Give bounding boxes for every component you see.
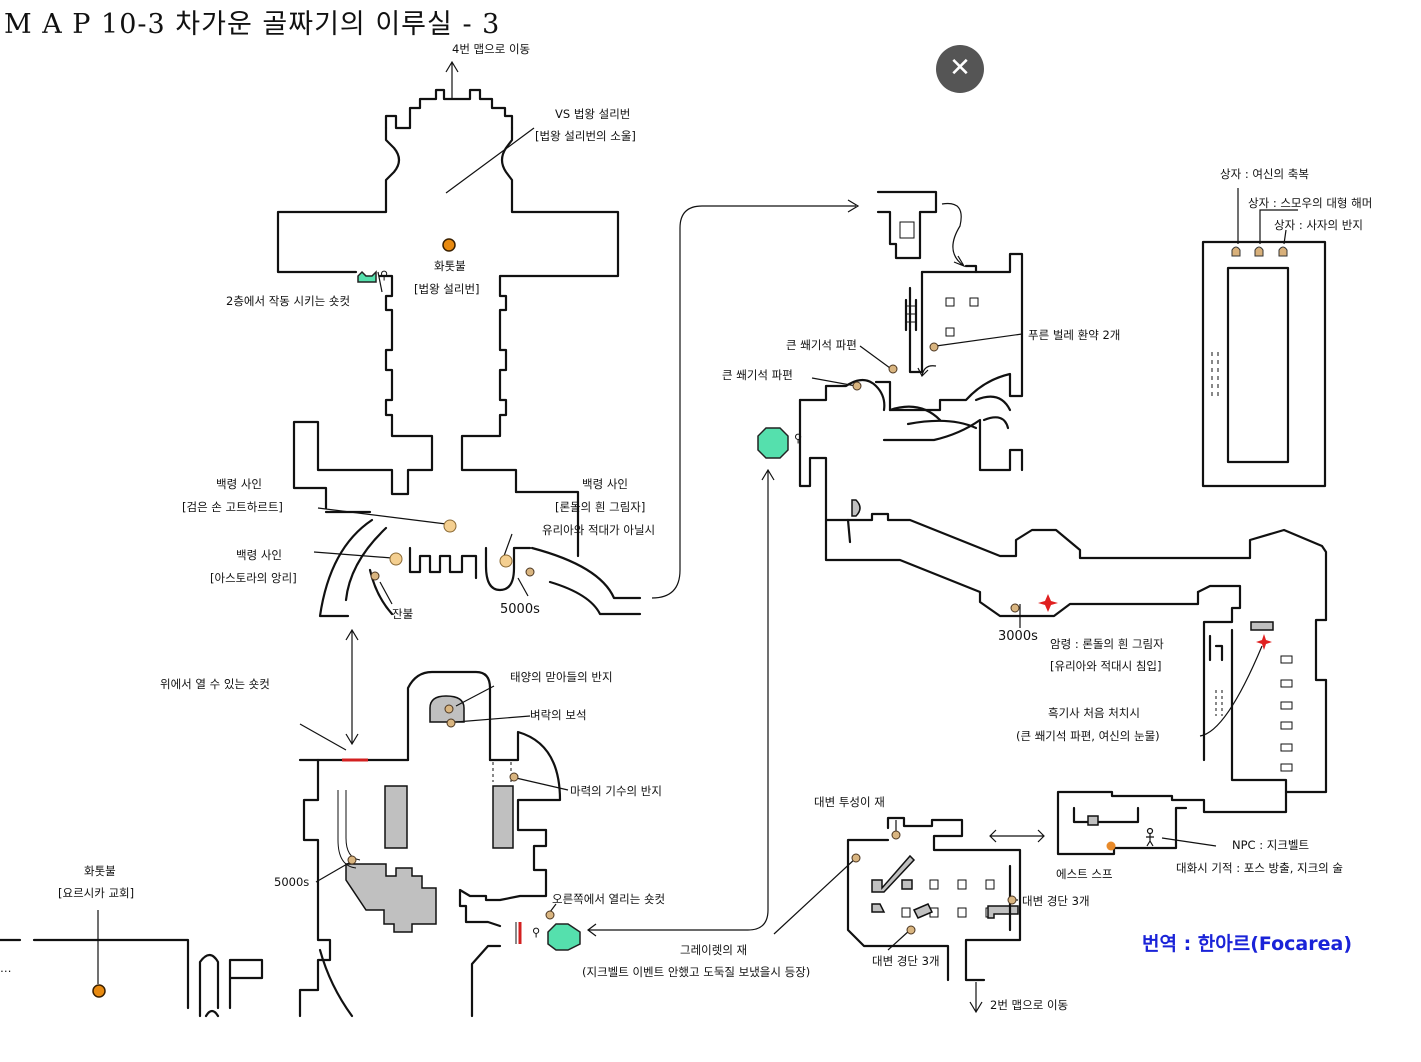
item-dot[interactable] (888, 364, 898, 374)
chest-icon (1278, 246, 1288, 257)
condition-label: 유리아와 적대가 아닐시 (542, 523, 655, 537)
npc-label: NPC : 지크벨트 (1232, 838, 1309, 852)
phantom-sign-dot[interactable] (443, 519, 457, 533)
to-map4-label: 4번 맵으로 이동 (452, 42, 530, 56)
red-star-icon[interactable] (1038, 594, 1272, 650)
phantom-sign-dot[interactable] (389, 552, 403, 566)
shortcut-marker[interactable] (757, 427, 789, 459)
map-title: M A P 10-3 차가운 골짜기의 이루실 - 3 (4, 9, 501, 40)
right-complex-walls (798, 190, 1328, 982)
to-map2-label: 2번 맵으로 이동 (990, 998, 1068, 1012)
arrow-icon (969, 982, 983, 1014)
item-dot[interactable] (929, 342, 939, 352)
close-button[interactable]: ✕ (936, 45, 984, 93)
phantom-name-label: [검은 손 고트하르트] (182, 500, 283, 514)
phantom-sign-dot[interactable] (499, 554, 513, 568)
bonfire-name-label: [법왕 설리번] (414, 282, 480, 296)
npc-miracle-label: 대화시 기적 : 포스 방출, 지크의 술 (1176, 861, 1343, 875)
lever-icon: ⚲ (380, 268, 388, 282)
item-dot[interactable] (370, 571, 380, 581)
lever-icon: ⚲ (794, 431, 802, 445)
phantom-name-label: [아스토라의 앙리] (210, 571, 297, 585)
arrow-icon (587, 923, 597, 937)
arrow-icon (588, 468, 775, 931)
phantom-label: 백령 사인 (216, 477, 262, 491)
ellipsis-label: … (0, 961, 12, 975)
item-label: 큰 쐐기석 파편 (786, 338, 857, 352)
item-dot[interactable] (525, 567, 535, 577)
item-dot[interactable] (891, 830, 901, 840)
item-label: 그레이렛의 재 (680, 943, 747, 957)
item-label: 벼락의 보석 (530, 708, 587, 722)
arrow-icon (345, 628, 359, 746)
shortcut-2f-label: 2층에서 작동 시키는 숏컷 (226, 294, 350, 308)
shortcut-label: 오른쪽에서 열리는 숏컷 (552, 892, 665, 906)
chest-room (1201, 240, 1327, 488)
drop-label: (큰 쐐기석 파편, 여신의 눈물) (1016, 729, 1160, 743)
item-dot[interactable] (509, 772, 519, 782)
lower-chapel-walls (298, 670, 562, 1018)
item-dot[interactable] (851, 853, 861, 863)
chest-icon (1231, 246, 1241, 257)
item-label: 큰 쐐기석 파편 (722, 368, 793, 382)
item-dot[interactable] (446, 718, 456, 728)
condition-label: (지크벨트 이벤트 안했고 도둑질 보냈을시 등장) (582, 965, 810, 979)
close-icon: ✕ (949, 53, 971, 83)
bonfire-label: 화톳불 (84, 864, 116, 878)
chest-label: 상자 : 사자의 반지 (1274, 218, 1363, 232)
item-dot[interactable] (1010, 603, 1020, 613)
phantom-label: 백령 사인 (236, 548, 282, 562)
arrows (97, 60, 1298, 1014)
markers: ⚲ ⚲ ⚲ (92, 238, 1272, 998)
item-dot[interactable] (444, 704, 454, 714)
bonfire-name-label: [요르시카 교회] (58, 886, 134, 900)
arrow-icon (941, 202, 966, 268)
arrow-icon (445, 60, 459, 98)
estus-dot[interactable] (1106, 841, 1116, 851)
item-label: 대변 경단 3개 (1022, 894, 1090, 908)
souls-label: 5000s (500, 602, 540, 617)
cathedral-walls (276, 88, 642, 618)
church-walls (0, 938, 264, 1018)
item-dot[interactable] (545, 910, 555, 920)
arrow-icon (917, 365, 937, 378)
phantom-name-label: [론돌의 흰 그림자] (555, 500, 645, 514)
boss-label: VS 법왕 설리번 (555, 107, 630, 121)
item-label: 태양의 맏아들의 반지 (510, 670, 613, 684)
lever-icon: ⚲ (532, 925, 540, 939)
bonfire-icon[interactable] (92, 984, 106, 998)
shortcut-marker[interactable] (547, 923, 581, 951)
labels: 4번 맵으로 이동 VS 법왕 설리번 [법왕 설리번의 소울] 화톳불 [법왕… (0, 42, 1372, 1012)
item-label: 푸른 벌레 환약 2개 (1028, 328, 1120, 342)
arrow-icon (989, 829, 1045, 843)
boss-soul-label: [법왕 설리번의 소울] (535, 129, 636, 143)
ember-label: 잔불 (392, 607, 413, 621)
npc-figure-icon (1146, 827, 1154, 847)
bonfire-icon[interactable] (442, 238, 456, 252)
chest-label: 상자 : 스모우의 대형 해머 (1248, 196, 1372, 210)
souls-label: 5000s (274, 875, 309, 889)
item-label: 대변 투성이 재 (814, 795, 885, 809)
enemy-label: 암령 : 론돌의 흰 그림자 (1050, 637, 1164, 651)
enemy-label: 흑기사 처음 처치시 (1048, 706, 1140, 720)
bonfire-label: 화톳불 (434, 259, 466, 273)
chest-label: 상자 : 여신의 축복 (1220, 167, 1309, 181)
arrow-icon (651, 199, 860, 599)
item-label: 에스트 스프 (1056, 867, 1113, 881)
shortcut-marker[interactable] (357, 270, 377, 283)
chest-icon (1254, 246, 1264, 257)
item-dot[interactable] (347, 855, 357, 865)
phantom-label: 백령 사인 (582, 477, 628, 491)
item-label: 대변 경단 3개 (872, 954, 940, 968)
item-label: 마력의 기수의 반지 (570, 784, 662, 798)
item-dot[interactable] (906, 925, 916, 935)
shortcut-label: 위에서 열 수 있는 숏컷 (160, 677, 270, 691)
item-dot[interactable] (1007, 895, 1017, 905)
item-dot[interactable] (852, 381, 862, 391)
souls-label: 3000s (998, 629, 1038, 644)
condition-label: [유리아와 적대시 침입] (1050, 659, 1162, 673)
translation-credit: 번역 : 한아르(Focarea) (1142, 933, 1352, 955)
